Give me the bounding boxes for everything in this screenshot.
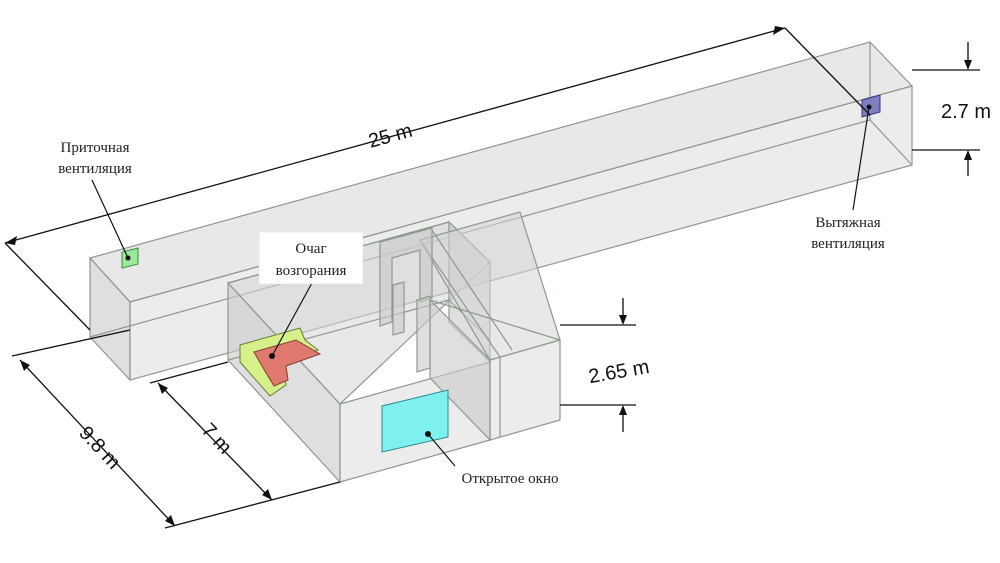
- fire-source-label-line1: Очаг: [295, 241, 326, 257]
- exhaust-vent-label-line2: вентиляция: [811, 236, 885, 252]
- supply-vent-leader: [91, 179, 129, 259]
- supply-vent-marker: [125, 255, 131, 261]
- supply-vent-label: Приточная вентиляция: [58, 140, 132, 177]
- fire-source-label-line2: возгорания: [276, 263, 347, 279]
- supply-vent-label-line2: вентиляция: [58, 161, 132, 177]
- exhaust-vent-leader: [852, 106, 870, 211]
- fire-area: [253, 339, 322, 387]
- exhaust-vent-label: Вытяжная вентиляция: [811, 215, 885, 252]
- dim-height-corridor: 2.7 m: [912, 42, 991, 176]
- fire-source-label-box: [258, 231, 364, 285]
- dim-width-total-label: 9.8 m: [74, 422, 124, 474]
- dim-width-room-label: 7 m: [197, 419, 236, 458]
- exhaust-vent-label-line1: Вытяжная: [815, 215, 880, 231]
- open-window-label: Открытое окно: [461, 471, 558, 487]
- dim-height-corridor-label: 2.7 m: [941, 101, 991, 123]
- dim-length-label: 25 m: [366, 120, 415, 153]
- fire-leader: [271, 282, 313, 357]
- doorway-partition: [379, 227, 433, 373]
- dim-height-room: 2.65 m: [560, 298, 651, 432]
- fire-source: [239, 327, 322, 397]
- window-leader: [427, 433, 456, 467]
- window-pane: [381, 389, 449, 453]
- dim-height-room-label: 2.65 m: [587, 356, 651, 388]
- supply-vent-label-line1: Приточная: [61, 140, 130, 156]
- fire-source-label: Очаг возгорания: [258, 231, 364, 285]
- side-extension-box: [419, 211, 561, 442]
